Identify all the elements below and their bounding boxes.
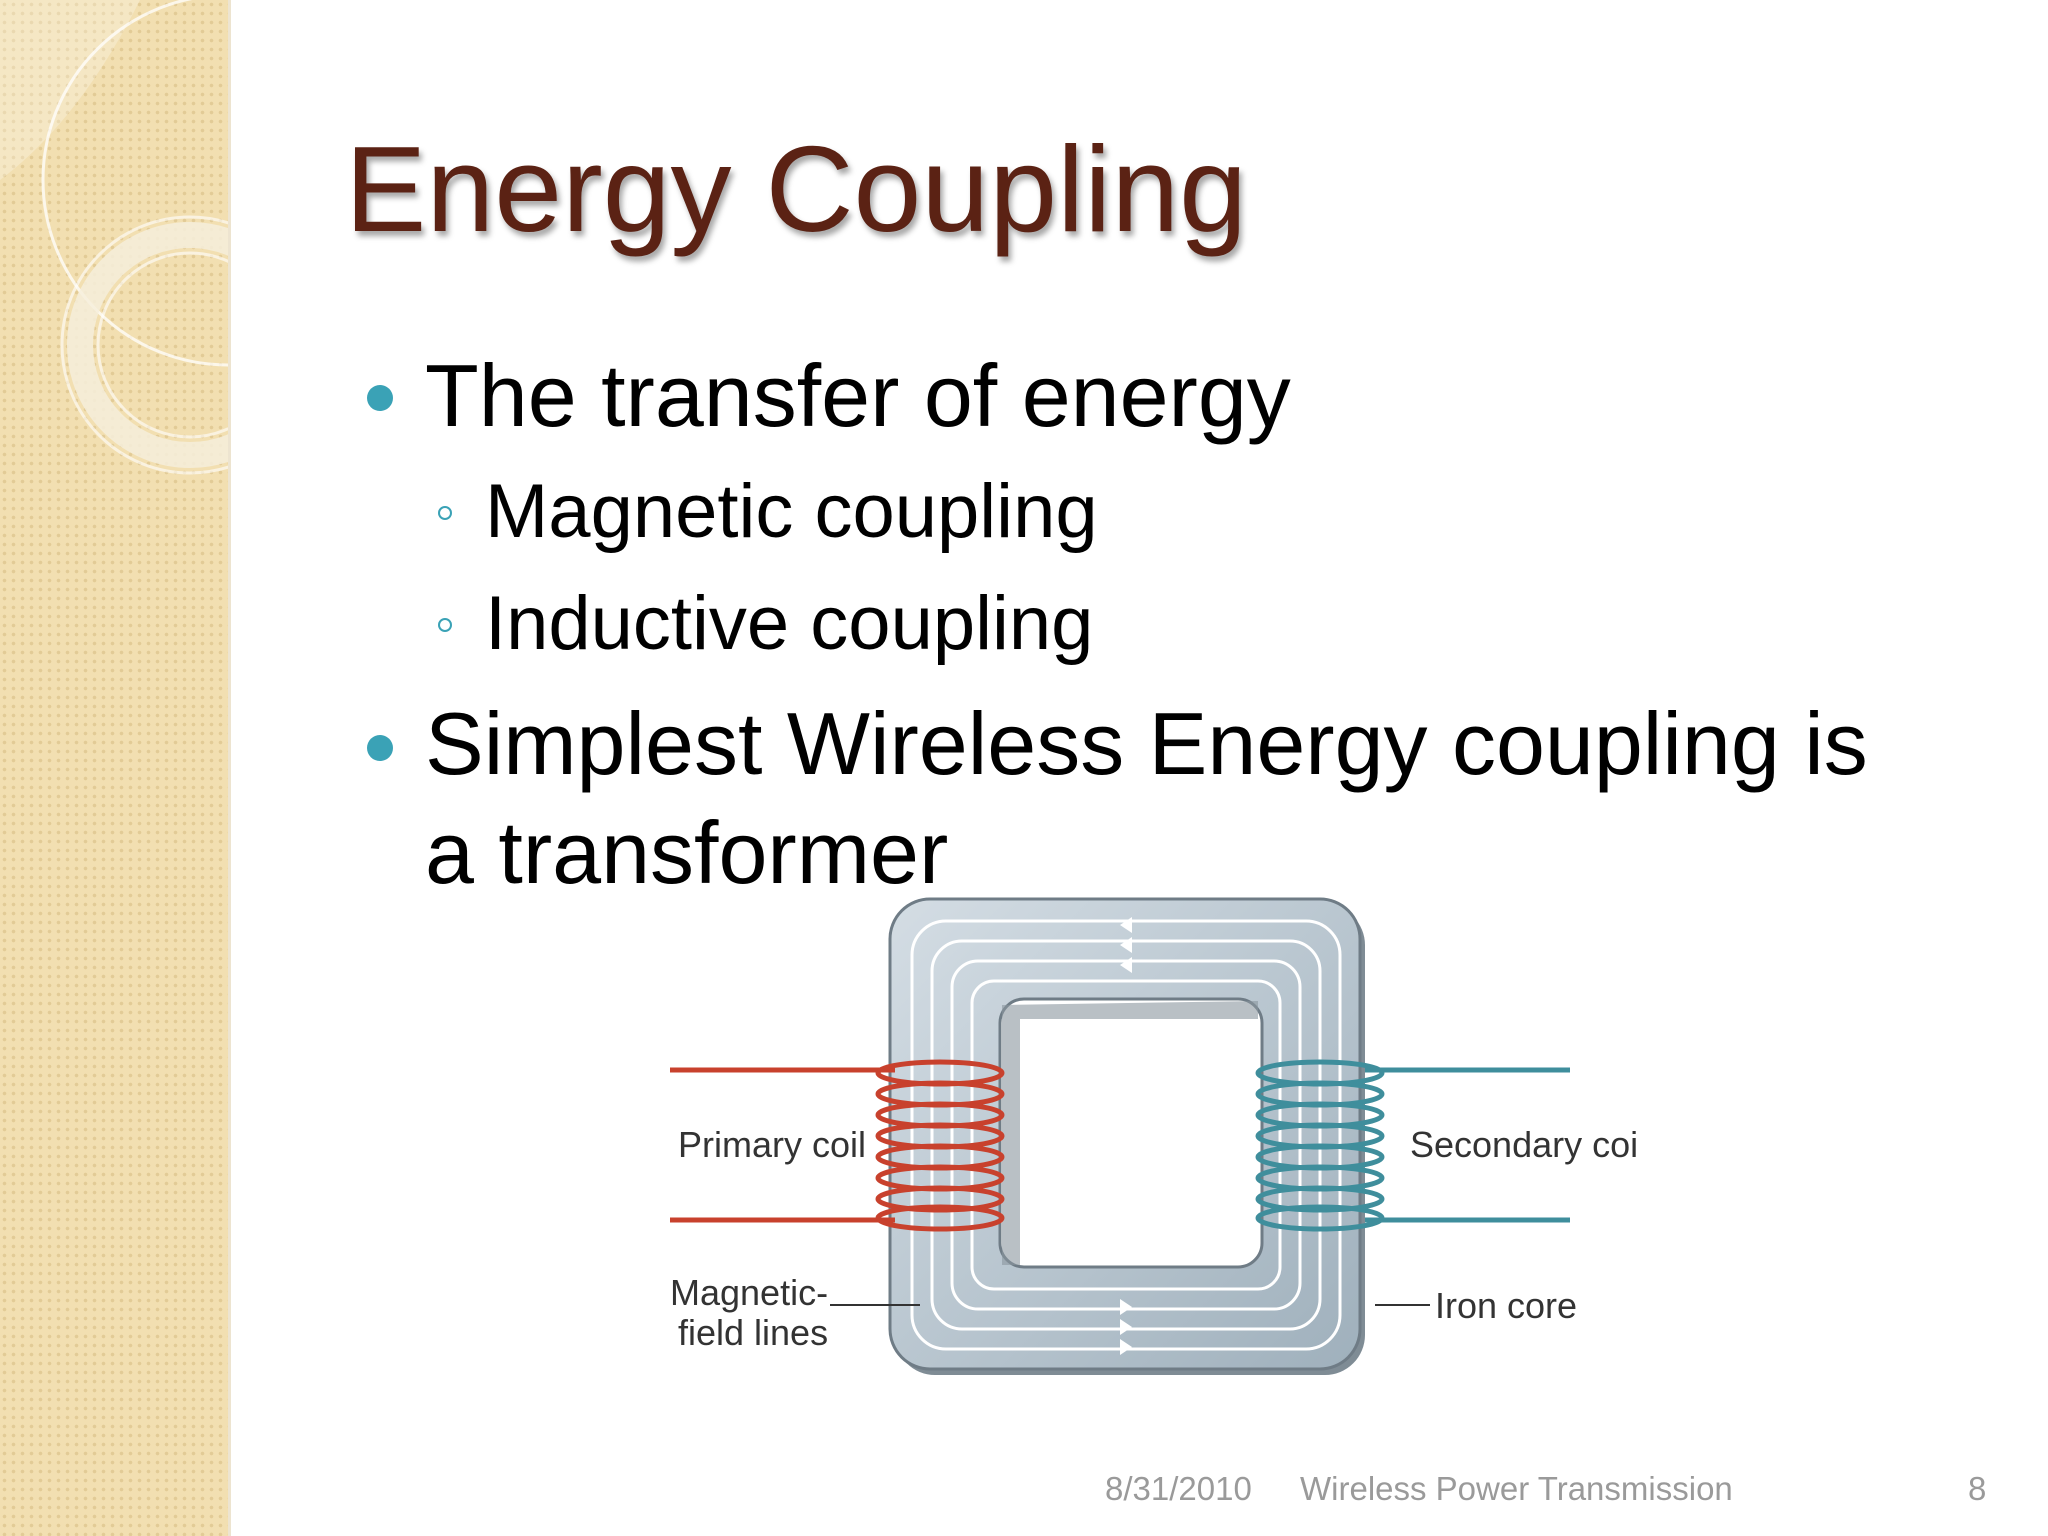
field-direction-arrows-icon <box>1120 917 1132 1355</box>
sub-bullet-icon <box>438 618 452 632</box>
transformer-diagram: Primary coil Secondary coil Magnetic- fi… <box>670 897 1640 1375</box>
decorative-circles-graphic <box>0 0 228 475</box>
secondary-lead-wires <box>1365 1067 1570 1223</box>
primary-coil-label: Primary coil <box>678 1124 866 1165</box>
sub-bullet-1-text: Magnetic coupling <box>485 469 1098 554</box>
bullet-1-text: The transfer of energy <box>425 346 1291 445</box>
bullet-2-line-1: Simplest Wireless Energy coupling is <box>425 694 1868 793</box>
primary-coil-windings <box>875 1059 1005 1232</box>
iron-core-shape <box>888 897 1365 1375</box>
primary-lead-wires <box>670 1067 895 1223</box>
footer-presentation-title: Wireless Power Transmission <box>1300 1470 1733 1507</box>
footer-slide-number: 8 <box>1968 1470 1987 1507</box>
sub-bullet-icon <box>438 506 452 520</box>
secondary-coil-windings <box>1255 1059 1385 1232</box>
slide-title: Energy Coupling <box>345 121 1248 257</box>
bullet-icon <box>367 735 393 761</box>
bullet-2-line-2: a transformer <box>425 803 949 902</box>
sub-bullet-2-text: Inductive coupling <box>485 581 1094 666</box>
iron-core-label: Iron core <box>1435 1285 1577 1326</box>
bullet-icon <box>367 385 393 411</box>
magnetic-field-lines-label-line-2: field lines <box>678 1312 828 1353</box>
secondary-coil-label: Secondary coil <box>1410 1124 1640 1165</box>
footer-date: 8/31/2010 <box>1105 1470 1252 1507</box>
decorative-side-band <box>0 0 231 1536</box>
magnetic-field-lines-label-line-1: Magnetic- <box>670 1272 828 1313</box>
